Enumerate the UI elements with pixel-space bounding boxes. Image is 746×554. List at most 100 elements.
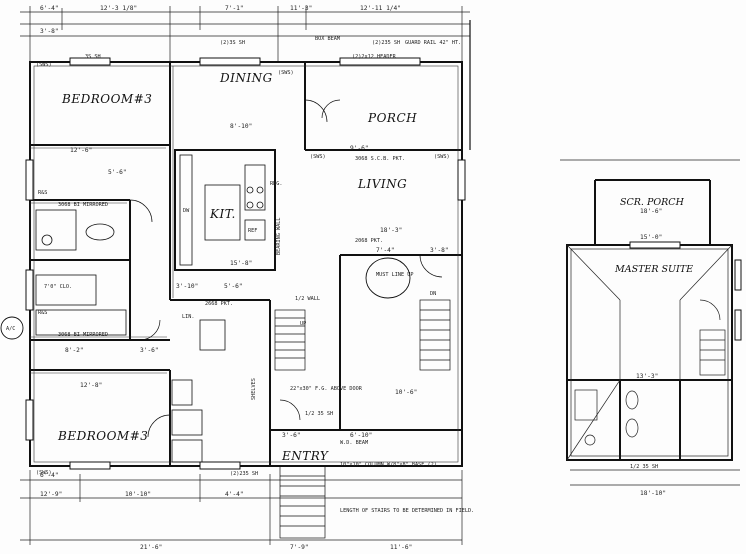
dim-label-4: 15'-8" [230, 260, 252, 267]
room-label-master-suite: MASTER SUITE [614, 264, 693, 275]
note-pocket-2: 2068 PKT. [355, 238, 383, 244]
note-sws-1: (SWS) [36, 62, 52, 68]
ac-unit-circle [0, 316, 24, 340]
room-label-kitchen: KIT. [209, 207, 236, 221]
note-range: RNG. [270, 181, 283, 187]
ac-unit-label: A/C [6, 326, 15, 332]
bedroom-fixtures [171, 319, 226, 463]
note-closet: 7'0" CLO. [44, 284, 72, 290]
dim-label-11: 8'-2" [65, 347, 84, 354]
dim-bottom-7: 12'-9" [40, 491, 62, 498]
windows [25, 57, 466, 470]
dim-label-19: 13'-3" [636, 373, 658, 380]
note-header: (2)2x12 HEADER [352, 54, 397, 60]
upper-windows [629, 241, 742, 341]
note-half-wall: 1/2 WALL [295, 296, 320, 302]
dimension-labels-bottom: 6'-4" 10'-10" 4'-4" 7'-9" 11'-6" 21'-6" … [40, 472, 412, 551]
dim-label-10: 12'-8" [80, 382, 102, 389]
note-window-bottom: (2)235 SH [230, 471, 258, 477]
note-sws-4: (SWS) [310, 154, 326, 160]
dimension-labels: 12'-6" 8'-10" 9'-6" 15'-8" 7'-4" 3'-8" 1… [65, 123, 666, 497]
dim-bottom-1: 6'-4" [40, 472, 59, 479]
note-sws-5: (SWS) [434, 154, 450, 160]
dim-top-1: 6'-4" [40, 5, 59, 12]
dim-bottom-4: 7'-9" [290, 544, 309, 551]
dim-top-5: 12'-11 1/4" [360, 5, 401, 12]
dimension-labels-top: 6'-4" 12'-3 1/8" 7'-1" 11'-3" 12'-11 1/4… [40, 5, 401, 35]
note-pocket-door: 3068 S.C.B. PKT. [355, 156, 405, 162]
dim-top-4: 11'-3" [290, 5, 312, 12]
dim-label-13: 3'-10" [176, 283, 198, 290]
room-label-living: LIVING [357, 177, 407, 191]
dim-label-5: 7'-4" [376, 247, 395, 254]
dim-bottom-3: 4'-4" [225, 491, 244, 498]
annotation-notes: 3S SH (2)3S SH GUARD RAIL 42" HT. (2)2x1… [36, 36, 658, 514]
dim-top-6: 3'-8" [40, 28, 59, 35]
upper-floor-detail [560, 159, 740, 486]
note-linen: LIN. [182, 314, 195, 320]
dim-label-18: 15'-0" [640, 234, 662, 241]
note-rs-2: R&S [38, 310, 47, 316]
note-stairs: LENGTH OF STAIRS TO BE DETERMINED IN FIE… [340, 508, 474, 514]
dim-top-2: 12'-3 1/8" [100, 5, 137, 12]
note-bearing-wall: BEARING WALL [276, 218, 282, 255]
bath-fixtures [35, 209, 127, 336]
dim-label-9: 10'-6" [395, 389, 417, 396]
stairs [274, 299, 451, 539]
note-dishwasher: DW [183, 208, 190, 214]
note-column: 10"x10" COLUMN W/8"x8" BASE (2) [340, 462, 437, 468]
note-windows-top: 3S SH [85, 54, 101, 60]
dim-label-6: 3'-8" [430, 247, 449, 254]
door-swings [129, 99, 443, 438]
note-refrigerator: REF [248, 228, 257, 234]
dim-top-3: 7'-1" [225, 5, 244, 12]
kitchen-fixtures [179, 154, 266, 266]
note-sws-2: (SWS) [36, 470, 52, 476]
dim-label-3: 9'-6" [350, 145, 369, 152]
note-sws-3: (SWS) [278, 70, 294, 76]
note-door-above: 22"x30" F.G. ABOVE DOOR [290, 386, 363, 392]
note-down: DN [430, 291, 436, 297]
note-sh-half: 1/2 35 SH [305, 411, 333, 417]
wall-inner-lines [30, 65, 459, 463]
dim-label-17: 18'-6" [640, 208, 662, 215]
note-guard-rail: GUARD RAIL 42" HT. [405, 40, 461, 46]
room-label-entry: ENTRY [281, 449, 329, 463]
dimension-lines-bottom [20, 470, 463, 545]
dim-label-2: 8'-10" [230, 123, 252, 130]
dimension-lines-top [20, 6, 470, 62]
room-label-dining: DINING [219, 71, 273, 85]
note-shelves: SHELVES [251, 378, 257, 400]
note-window-upper: 1/2 35 SH [630, 464, 658, 470]
dim-label-1: 12'-6" [70, 147, 92, 154]
note-wd-beam: W.D. BEAM [340, 440, 368, 446]
note-pocket-1: 2668 PKT. [205, 301, 233, 307]
dim-label-16: 6'-10" [350, 432, 372, 439]
note-window-k: (2)3S SH [220, 40, 245, 46]
room-label-bedroom-bottom: BEDROOM#3 [57, 429, 148, 443]
must-line-up-circle [365, 257, 411, 299]
note-window-r: (2)235 SH [372, 40, 400, 46]
dim-bottom-5: 11'-6" [390, 544, 412, 551]
room-label-porch: PORCH [367, 111, 417, 125]
dim-label-12: 3'-6" [140, 347, 159, 354]
room-label-bedroom-top: BEDROOM#3 [61, 92, 152, 106]
main-house-walls [29, 61, 463, 467]
dim-label-14: 5'-6" [224, 283, 243, 290]
dim-label-15: 3'-6" [282, 432, 301, 439]
dim-bottom-6: 21'-6" [140, 544, 162, 551]
dim-label-7: 18'-3" [380, 227, 402, 234]
note-mirrored-top: 3068 BI MIRRORED [58, 202, 108, 208]
dim-label-20: 18'-10" [640, 490, 666, 497]
dim-bottom-2: 10'-10" [125, 491, 151, 498]
note-rs-1: R&S [38, 190, 47, 196]
note-up: UP [300, 321, 306, 327]
note-mirrored-bottom: 3068 BI MIRRORED [58, 332, 108, 338]
note-must-line-up: MUST LINE UP [376, 272, 413, 278]
dim-label-8: 5'-6" [108, 169, 127, 176]
upper-floor-walls [566, 179, 733, 461]
room-label-screened-porch: SCR. PORCH [620, 197, 685, 208]
note-box-beam: BOX BEAM [315, 36, 340, 42]
